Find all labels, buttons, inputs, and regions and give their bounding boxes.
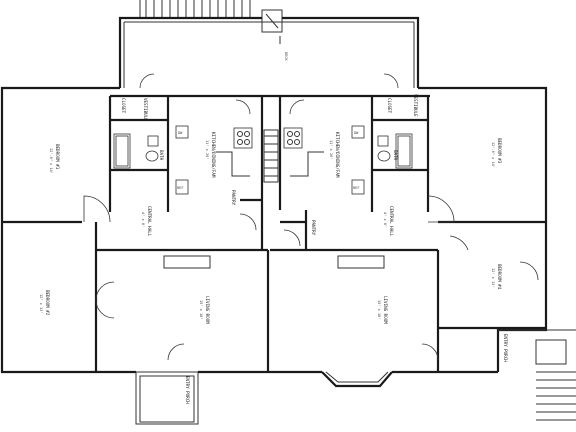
bath-left-label: BATH xyxy=(159,150,164,161)
bedroom-3-label: BEDROOM #3 xyxy=(497,138,502,164)
entry-porch-right xyxy=(498,329,576,421)
bedroom-1-dim: 12'-6" x 14' xyxy=(49,148,53,174)
central-hall-right-label: CENTRAL HALL xyxy=(389,206,394,237)
living-room-right-label: LIVING ROOM xyxy=(383,296,388,324)
pantry-left-label: PANTRY xyxy=(231,190,236,206)
closet-left-label: CLOSET xyxy=(121,98,126,114)
central-hall-left-label: CENTRAL HALL xyxy=(147,206,152,237)
ref-left-label: REF xyxy=(177,186,184,190)
entry-porch-left xyxy=(135,371,199,425)
kitchen-dining-left-label: KITCHEN/DINING/FAM xyxy=(211,132,216,178)
bedroom-1-label: BEDROOM #1 xyxy=(55,144,60,170)
room-labels: BEDROOM #1 12'-6" x 14' BEDROOM #2 12' x… xyxy=(39,94,508,404)
deck-label: DECK xyxy=(284,52,288,61)
kitchen-dining-left-dim: 11' x 20' xyxy=(205,140,209,159)
interior-walls xyxy=(2,94,546,372)
entry-porch-right-label: ENTRY PORCH xyxy=(503,334,508,362)
door-swings xyxy=(83,73,539,361)
ref-right-label: REF xyxy=(353,186,360,190)
vestibule-left-label: VESTIBULE xyxy=(143,98,148,121)
bedroom-4-dim: 12' x 13' xyxy=(491,268,495,287)
central-hall-right-dim: 4' x 8' xyxy=(383,212,387,227)
living-room-left-label: LIVING ROOM xyxy=(205,296,210,324)
kitchen-dining-right-label: KITCHEN/DINING/FAM xyxy=(335,132,340,178)
closet-right-label: CLOSET xyxy=(387,98,392,114)
kitchen-dining-right-dim: 11' x 20' xyxy=(329,140,333,159)
bedroom-4-label: BEDROOM #4 xyxy=(497,264,502,290)
dw-left-label: DW xyxy=(178,131,183,135)
central-hall-left-dim: 4' x 8' xyxy=(141,212,145,227)
deck: DECK xyxy=(118,16,420,88)
bedroom-3-dim: 12'-6" x 14' xyxy=(491,142,495,168)
fixtures xyxy=(113,125,413,269)
vestibule-right-label: VESTIBULE xyxy=(413,94,418,117)
bedroom-2-dim: 12' x 13' xyxy=(39,294,43,313)
entry-porch-left-label: ENTRY PORCH xyxy=(185,376,190,404)
living-room-right-dim: 15' x 18' xyxy=(377,300,381,319)
bath-right-label: BATH xyxy=(393,150,398,161)
bedroom-2-label: BEDROOM #2 xyxy=(45,290,50,316)
dw-right-label: DW xyxy=(354,131,359,135)
living-room-left-dim: 15' x 18' xyxy=(199,300,203,319)
pantry-right-label: PANTRY xyxy=(311,220,316,236)
